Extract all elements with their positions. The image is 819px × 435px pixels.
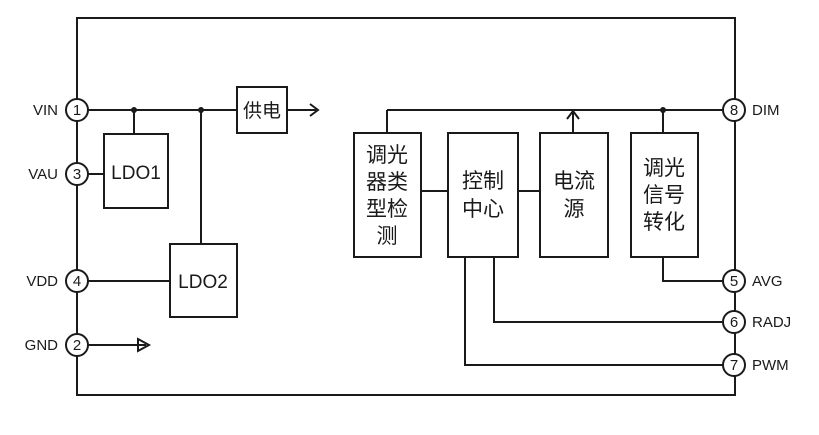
pin-gnd: 2 GND (25, 333, 89, 357)
pin-avg: 5 AVG (722, 269, 783, 293)
pin-dim: 8 DIM (722, 98, 780, 122)
current-source-arrow-icon (566, 109, 580, 120)
vin-junction-dot-1 (131, 107, 137, 113)
pin-gnd-label: GND (25, 337, 59, 354)
pin-vau-label: VAU (28, 166, 58, 183)
dim-junction-dot (660, 107, 666, 113)
pin-vin-label: VIN (33, 102, 58, 119)
dimming-type-detect-line-4: 测 (377, 224, 398, 248)
dimming-type-detect-line-1: 调光 (366, 143, 408, 167)
gnd-arrow-icon (137, 337, 152, 353)
pin-dim-label: DIM (752, 102, 780, 119)
dimming-signal-convert-line-1: 调光 (643, 156, 685, 180)
dimming-signal-convert-line-2: 信号 (643, 183, 685, 207)
dimming-type-detect-line-2: 器类 (366, 170, 408, 194)
pin-dim-number: 8 (730, 102, 738, 119)
pin-pwm-number: 7 (730, 357, 738, 374)
pin-gnd-number: 2 (73, 337, 81, 354)
dimming-type-detect-block: 调光 器类 型检 测 (353, 132, 422, 258)
power-supply-label: 供电 (243, 100, 281, 122)
pin-vin-number: 1 (73, 102, 81, 119)
ldo1-label: LDO1 (111, 163, 161, 184)
ldo2-block: LDO2 (169, 243, 238, 318)
pin-avg-number: 5 (730, 273, 738, 290)
control-center-line-1: 控制 (462, 169, 504, 193)
pin-vau: 3 VAU (28, 162, 89, 186)
dimming-signal-convert-block: 调光 信号 转化 (630, 132, 699, 258)
radj-wire (493, 258, 723, 323)
pwm-wire (464, 258, 723, 366)
pin-vau-number: 3 (73, 166, 81, 183)
vin-junction-dot-2 (198, 107, 204, 113)
current-source-line-2: 源 (564, 197, 585, 221)
current-source-line-1: 电流 (553, 169, 595, 193)
avg-wire (662, 258, 723, 282)
ldo2-label: LDO2 (178, 272, 228, 293)
pin-vdd: 4 VDD (26, 269, 89, 293)
pin-vdd-label: VDD (26, 273, 58, 290)
pin-radj-label: RADJ (752, 314, 791, 331)
dimming-signal-convert-line-3: 转化 (643, 210, 685, 234)
pin-radj: 6 RADJ (722, 310, 791, 334)
current-source-block: 电流 源 (539, 132, 609, 258)
pin-pwm: 7 PWM (722, 353, 789, 377)
control-center-line-2: 中心 (462, 197, 504, 221)
pin-vin: 1 VIN (33, 98, 89, 122)
power-supply-block: 供电 (236, 86, 288, 134)
pin-radj-number: 6 (730, 314, 738, 331)
pin-avg-label: AVG (752, 273, 783, 290)
supply-output-arrow-icon (309, 103, 320, 117)
dimming-type-detect-line-3: 型检 (366, 197, 408, 221)
pin-pwm-label: PWM (752, 357, 789, 374)
ldo1-block: LDO1 (103, 133, 169, 209)
pin-vdd-number: 4 (73, 273, 81, 290)
control-center-block: 控制 中心 (447, 132, 519, 258)
chip-outline (76, 17, 736, 396)
